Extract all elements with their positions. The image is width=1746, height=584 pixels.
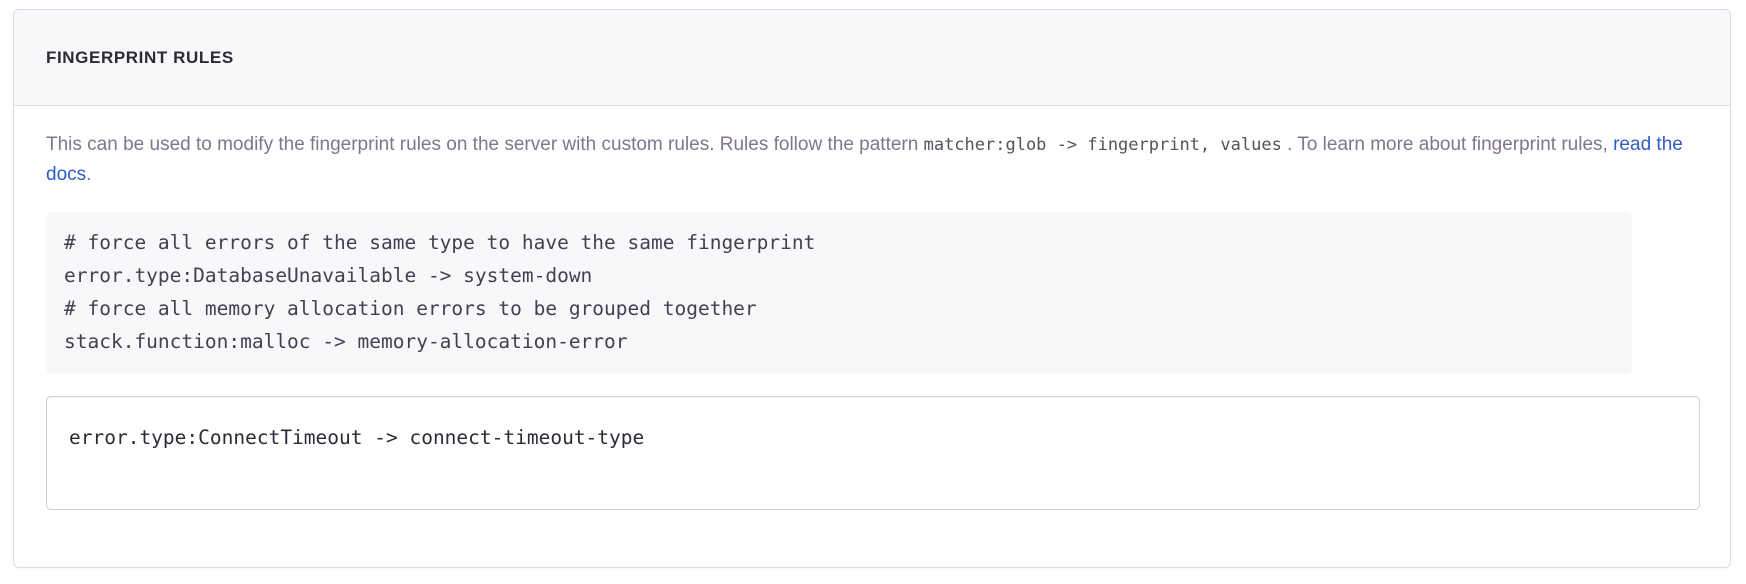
page-title: FINGERPRINT RULES xyxy=(46,47,234,67)
description-part-3: . xyxy=(86,164,92,185)
panel-header: FINGERPRINT RULES xyxy=(14,10,1730,106)
fingerprint-rules-panel: FINGERPRINT RULES This can be used to mo… xyxy=(13,9,1731,568)
fingerprint-rules-input[interactable] xyxy=(46,396,1700,510)
code-line: error.type:DatabaseUnavailable -> system… xyxy=(64,264,593,287)
code-line: stack.function:malloc -> memory-allocati… xyxy=(64,330,628,353)
inline-code-pattern: matcher:glob -> fingerprint, values xyxy=(923,135,1282,155)
read-the-docs-link[interactable]: read the docs xyxy=(46,134,1683,185)
code-line: # force all memory allocation errors to … xyxy=(64,297,757,320)
example-code-block: # force all errors of the same type to h… xyxy=(46,212,1632,374)
panel-body: This can be used to modify the fingerpri… xyxy=(14,106,1730,510)
description-part-2: . To learn more about fingerprint rules, xyxy=(1281,134,1614,155)
description-part-1: This can be used to modify the fingerpri… xyxy=(46,134,924,155)
description-text: This can be used to modify the fingerpri… xyxy=(46,130,1686,190)
code-line: # force all errors of the same type to h… xyxy=(64,231,816,254)
